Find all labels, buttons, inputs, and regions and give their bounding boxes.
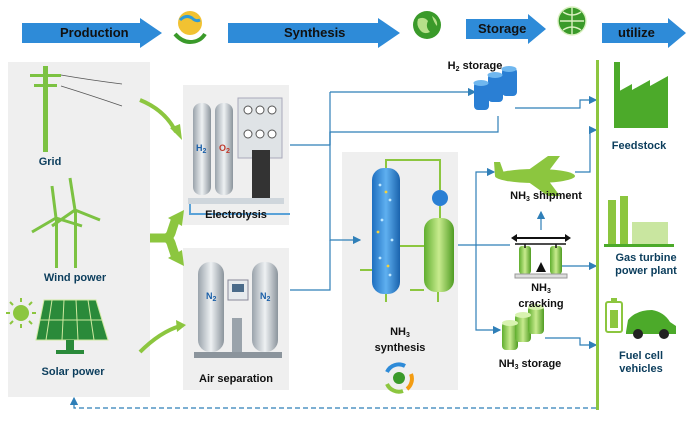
power-pylon-icon [30, 66, 123, 152]
banner-utilize-label: utilize [618, 25, 655, 40]
banner-synthesis: Synthesis [228, 18, 400, 48]
label-grid: Grid [38, 156, 62, 168]
airplane-icon [494, 156, 575, 196]
globe-icon [557, 6, 587, 36]
label-electrolysis: Electrolysis [205, 209, 267, 221]
label-wind-power: Wind power [43, 272, 107, 284]
factory-icon [614, 62, 668, 128]
wind-turbine-icon [31, 177, 101, 268]
label-nh3-synthesis: NH3 synthesis [374, 326, 426, 354]
label-h2-tank: H2 [196, 143, 207, 155]
banner-production-label: Production [60, 25, 129, 40]
banner-synthesis-label: Synthesis [284, 25, 346, 40]
solar-panel-icon [6, 298, 109, 354]
banner-utilize: utilize [602, 18, 686, 48]
label-n2-tank-right: N2 [260, 291, 271, 303]
h2-storage-tanks-icon [473, 66, 517, 110]
nh3-storage-tanks-icon [502, 304, 544, 350]
globe-hand-icon [173, 11, 207, 45]
fuel-cell-vehicle-icon [605, 298, 676, 339]
label-feedstock: Feedstock [611, 140, 667, 152]
banner-storage-label: Storage [478, 21, 527, 36]
label-n2-tank-left: N2 [206, 291, 217, 303]
nh3-cracking-unit-icon [511, 234, 571, 279]
banner-storage: Storage [466, 14, 546, 44]
recycle-arrows-icon [385, 362, 414, 394]
label-nh3-storage: NH3 storage [498, 358, 562, 371]
label-solar-power: Solar power [41, 366, 105, 378]
label-air-separation: Air separation [199, 373, 273, 385]
banner-production: Production [22, 18, 162, 48]
label-o2-tank: O2 [219, 143, 230, 155]
power-plant-icon [604, 196, 674, 247]
globe-icon [413, 11, 441, 39]
sources-panel [8, 62, 150, 397]
label-nh3-shipment: NH3 shipment [510, 190, 582, 203]
label-nh3-cracking: NH3 cracking [518, 282, 564, 310]
label-h2-storage: H2 storage [447, 60, 503, 73]
